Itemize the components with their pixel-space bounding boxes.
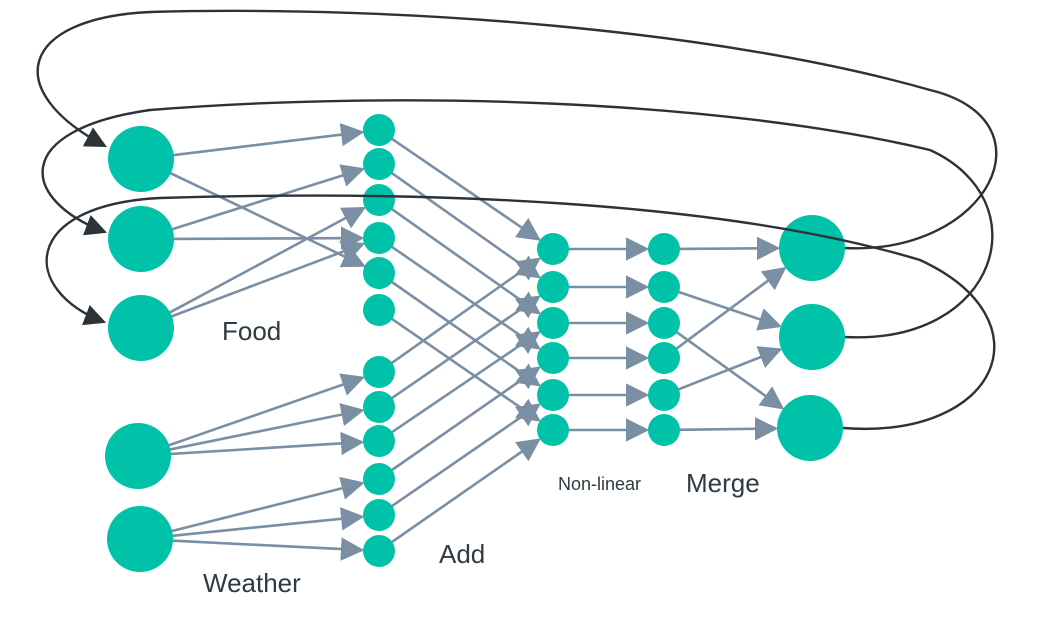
food-3-node xyxy=(108,295,174,361)
edge-weather-2-to-add-11 xyxy=(170,507,365,538)
edge-add-2-to-nonlinear-2 xyxy=(389,171,542,279)
add-1-node xyxy=(363,114,395,146)
nonlinear-3-node xyxy=(537,307,569,339)
edge-food-2-to-add-2 xyxy=(170,164,366,231)
loop-output-1-to-food-1 xyxy=(36,9,998,250)
edge-add-3-to-nonlinear-3 xyxy=(389,207,542,315)
edge-weather-2-to-add-10 xyxy=(169,476,365,533)
edge-add-9-to-nonlinear-3 xyxy=(389,331,541,435)
add-label: Add xyxy=(439,539,485,569)
edge-add-6-to-nonlinear-6 xyxy=(389,316,541,422)
add-4-node xyxy=(363,222,395,254)
edge-add-10-to-nonlinear-4 xyxy=(389,366,541,473)
add-7-node xyxy=(363,356,395,388)
loop-output-3-to-food-3 xyxy=(45,194,996,431)
edge-add-11-to-nonlinear-5 xyxy=(389,403,541,509)
edge-merge-6-to-output-3 xyxy=(677,417,779,441)
add-11-node xyxy=(363,499,395,531)
nonlinear-4-node xyxy=(537,342,569,374)
edge-weather-1-to-add-7 xyxy=(166,373,366,448)
edge-weather-1-to-add-8 xyxy=(168,403,365,452)
edge-merge-5-to-output-2 xyxy=(676,346,783,392)
edge-add-8-to-nonlinear-2 xyxy=(389,295,541,401)
edge-add-4-to-nonlinear-4 xyxy=(389,244,541,350)
nonlinear-5-node xyxy=(537,379,569,411)
nonlinear-6-node xyxy=(537,414,569,446)
food-label: Food xyxy=(222,316,281,346)
output-1-node xyxy=(779,215,845,281)
add-2-node xyxy=(363,148,395,180)
add-10-node xyxy=(363,463,395,495)
merge-1-node xyxy=(648,233,680,265)
merge-label: Merge xyxy=(686,468,760,498)
recurrent-feedback-loops xyxy=(36,9,998,431)
merge-3-node xyxy=(648,307,680,339)
weather-label: Weather xyxy=(203,568,301,598)
add-9-node xyxy=(363,425,395,457)
add-8-node xyxy=(363,391,395,423)
merge-2-node xyxy=(648,271,680,303)
add-5-node xyxy=(363,257,395,289)
add-6-node xyxy=(363,294,395,326)
forward-connections xyxy=(166,123,787,561)
network-nodes xyxy=(105,114,845,572)
edge-food-2-to-add-4 xyxy=(171,226,365,250)
edge-merge-1-to-output-1 xyxy=(677,236,781,261)
output-2-node xyxy=(779,304,845,370)
merge-4-node xyxy=(648,342,680,374)
edge-add-12-to-nonlinear-6 xyxy=(389,438,541,545)
edge-food-3-to-add-4 xyxy=(169,240,366,319)
non-linear-label: Non-linear xyxy=(558,474,641,494)
food-2-node xyxy=(108,206,174,272)
edge-food-1-to-add-5 xyxy=(168,171,366,268)
edge-add-5-to-nonlinear-5 xyxy=(389,279,542,387)
edge-weather-2-to-add-12 xyxy=(170,537,365,561)
food-1-node xyxy=(108,126,174,192)
add-12-node xyxy=(363,535,395,567)
edge-food-3-to-add-3 xyxy=(167,206,367,315)
edge-weather-1-to-add-9 xyxy=(168,431,365,456)
weather-1-node xyxy=(105,423,171,489)
edge-add-1-to-nonlinear-1 xyxy=(389,136,541,241)
edge-food-1-to-add-1 xyxy=(171,123,365,157)
weather-2-node xyxy=(107,506,173,572)
merge-6-node xyxy=(648,414,680,446)
merge-5-node xyxy=(648,379,680,411)
loop-output-2-to-food-2 xyxy=(41,99,994,339)
nonlinear-2-node xyxy=(537,271,569,303)
output-3-node xyxy=(777,395,843,461)
edge-add-7-to-nonlinear-1 xyxy=(389,257,542,365)
add-3-node xyxy=(363,184,395,216)
edge-merge-4-to-output-1 xyxy=(674,266,787,351)
nonlinear-1-node xyxy=(537,233,569,265)
